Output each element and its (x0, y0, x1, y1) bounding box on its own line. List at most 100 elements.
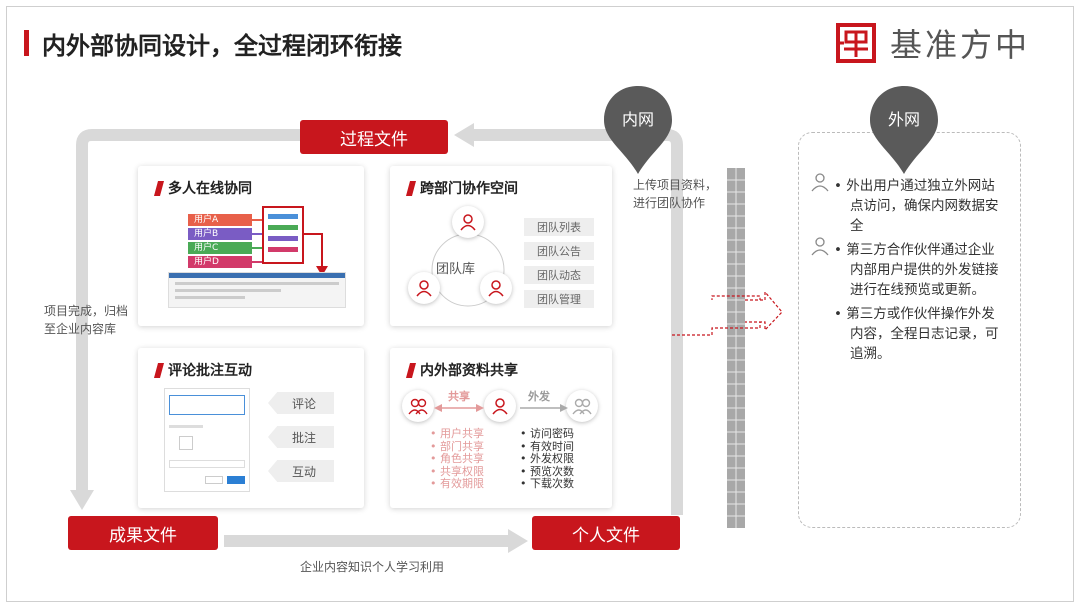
comment-title: 评论批注互动 (168, 363, 252, 379)
group-icon (402, 390, 434, 422)
internal-share-item-3: 角色共享 (440, 452, 484, 465)
extranet-item-3-line-2: 内容，全程日志记录，可 (850, 326, 999, 342)
external-send-item-3: 外发权限 (530, 452, 574, 465)
extranet-item-2-line-3: 进行在线预览或更新。 (850, 282, 985, 298)
list-item: • 角色共享 (430, 452, 484, 465)
interact-tag: 互动 (268, 460, 334, 482)
annotate-tag: 批注 (268, 426, 334, 448)
team-member-icon (408, 272, 440, 304)
team-library-label: 团队库 (436, 262, 476, 277)
comment-form-mockup (164, 388, 250, 492)
extranet-item-3-line-3: 追溯。 (850, 346, 891, 362)
external-send-item-5: 下载次数 (530, 477, 574, 490)
extranet-label: 外网 (887, 110, 920, 129)
brand-mark-icon (836, 23, 876, 63)
slash-icon (153, 180, 165, 196)
extranet-item-2-line-1: 第三方合作伙伴通过企业 (846, 242, 995, 258)
external-group-icon (566, 390, 598, 422)
intranet-pin-icon (604, 86, 672, 174)
team-member-icon (480, 272, 512, 304)
slash-icon (405, 180, 417, 196)
page-title: 内外部协同设计，全过程闭环衔接 (42, 32, 402, 60)
extranet-item-2: • 第三方合作伙伴通过企业 内部用户提供的外发链接 进行在线预览或更新。 (834, 242, 999, 298)
external-send-list: • 访问密码 • 有效时间 • 外发权限 • 预览次数 • 下载次数 (520, 427, 574, 491)
person-outline-icon (811, 173, 829, 192)
extranet-item-1-line-1: 外出用户通过独立外网站 (846, 178, 995, 194)
sharing-title: 内外部资料共享 (420, 363, 518, 379)
archive-text: 项目完成，归档 至企业内容库 (44, 302, 128, 338)
upload-text-line-2: 进行团队协作 (633, 196, 706, 210)
internal-share-list: • 用户共享 • 部门共享 • 角色共享 • 共享权限 • 有效期限 (430, 427, 484, 491)
intranet-label: 内网 (621, 110, 654, 129)
list-item: • 共享权限 (430, 464, 484, 478)
internal-share-item-1: 用户共享 (440, 427, 484, 440)
archive-text-line-1: 项目完成，归档 (44, 304, 129, 318)
person-outline-icon (811, 237, 829, 256)
list-item: • 有效时间 (520, 439, 574, 453)
red-arrow-icon (302, 233, 328, 276)
user-list-mockup (262, 206, 304, 264)
user-tag-b: 用户B (188, 228, 252, 240)
extranet-pin-icon (870, 86, 938, 174)
internal-share-item-5: 有效期限 (440, 477, 484, 490)
external-send-item-2: 有效时间 (530, 439, 574, 453)
card-title: 内外部资料共享 (405, 360, 518, 380)
online-collab-title: 多人在线协同 (168, 181, 252, 197)
user-icon (484, 390, 516, 422)
list-item: • 外发权限 (520, 452, 574, 465)
internal-share-item-2: 部门共享 (440, 439, 484, 453)
arrow-down-left-icon (70, 490, 94, 510)
extranet-item-3: • 第三方或作伙伴操作外发 内容，全程日志记录，可 追溯。 (834, 306, 999, 362)
personal-file-box: 个人文件 (532, 516, 680, 550)
upload-text-line-1: 上传项目资料， (633, 178, 718, 192)
team-space-title: 跨部门协作空间 (420, 181, 518, 197)
send-label: 外发 (528, 390, 550, 403)
title-accent-bar (24, 30, 29, 56)
brand-logo: 基准方中 (836, 20, 1030, 66)
external-send-item-1: 访问密码 (530, 427, 574, 440)
extranet-item-1-line-2: 点访问，确保内网数据安 (850, 198, 999, 214)
archive-text-line-2: 至企业内容库 (44, 322, 117, 336)
user-tag-d: 用户D (188, 256, 252, 268)
list-item: • 访问密码 (520, 427, 574, 440)
card-title: 多人在线协同 (153, 178, 252, 198)
slash-icon (153, 362, 165, 378)
extranet-item-3-line-1: 第三方或作伙伴操作外发 (846, 306, 995, 322)
share-arrows-icon (434, 404, 568, 412)
result-file-box: 成果文件 (68, 516, 218, 550)
list-item: • 用户共享 (430, 427, 484, 440)
team-list-item: 团队列表 (524, 218, 594, 236)
card-title: 跨部门协作空间 (405, 178, 518, 198)
list-item: • 预览次数 (520, 464, 574, 478)
external-send-item-4: 预览次数 (530, 464, 574, 478)
brand-name: 基准方中 (890, 26, 1031, 64)
card-title: 评论批注互动 (153, 360, 252, 380)
arrow-left-top-icon (454, 123, 474, 147)
team-activity-item: 团队动态 (524, 266, 594, 284)
extranet-item-1-line-3: 全 (850, 218, 864, 234)
list-item: • 部门共享 (430, 439, 484, 453)
team-notice-item: 团队公告 (524, 242, 594, 260)
team-manage-item: 团队管理 (524, 290, 594, 308)
team-space-card: 跨部门协作空间 团队库 团队列表 团队公告 团队动态 团队管理 (390, 166, 612, 326)
comment-card: 评论批注互动 评论 批注 互动 (138, 348, 364, 508)
extranet-item-2-line-2: 内部用户提供的外发链接 (850, 262, 999, 278)
user-tag-a: 用户A (188, 214, 252, 226)
reuse-text: 企业内容知识个人学习利用 (300, 560, 445, 574)
list-item: • 下载次数 (520, 477, 574, 490)
process-file-box: 过程文件 (300, 120, 448, 154)
slash-icon (405, 362, 417, 378)
upload-text: 上传项目资料， 进行团队协作 (633, 176, 717, 212)
extranet-item-1: • 外出用户通过独立外网站 点访问，确保内网数据安 全 (834, 178, 999, 234)
team-member-icon (452, 206, 484, 238)
list-item: • 有效期限 (430, 477, 484, 490)
internal-share-item-4: 共享权限 (440, 464, 484, 478)
comment-tag: 评论 (268, 392, 334, 414)
sharing-card: 内外部资料共享 共享 外发 • 用户共享 • 部门共享 • 角色共享 • 共享权… (390, 348, 612, 508)
slide-frame (6, 6, 1074, 602)
share-label: 共享 (448, 390, 470, 403)
online-collab-card: 多人在线协同 用户A 用户B 用户C 用户D (138, 166, 364, 326)
arrow-right-bottom-icon (508, 529, 528, 553)
document-editor-mockup (168, 272, 346, 308)
user-tag-c: 用户C (188, 242, 252, 254)
